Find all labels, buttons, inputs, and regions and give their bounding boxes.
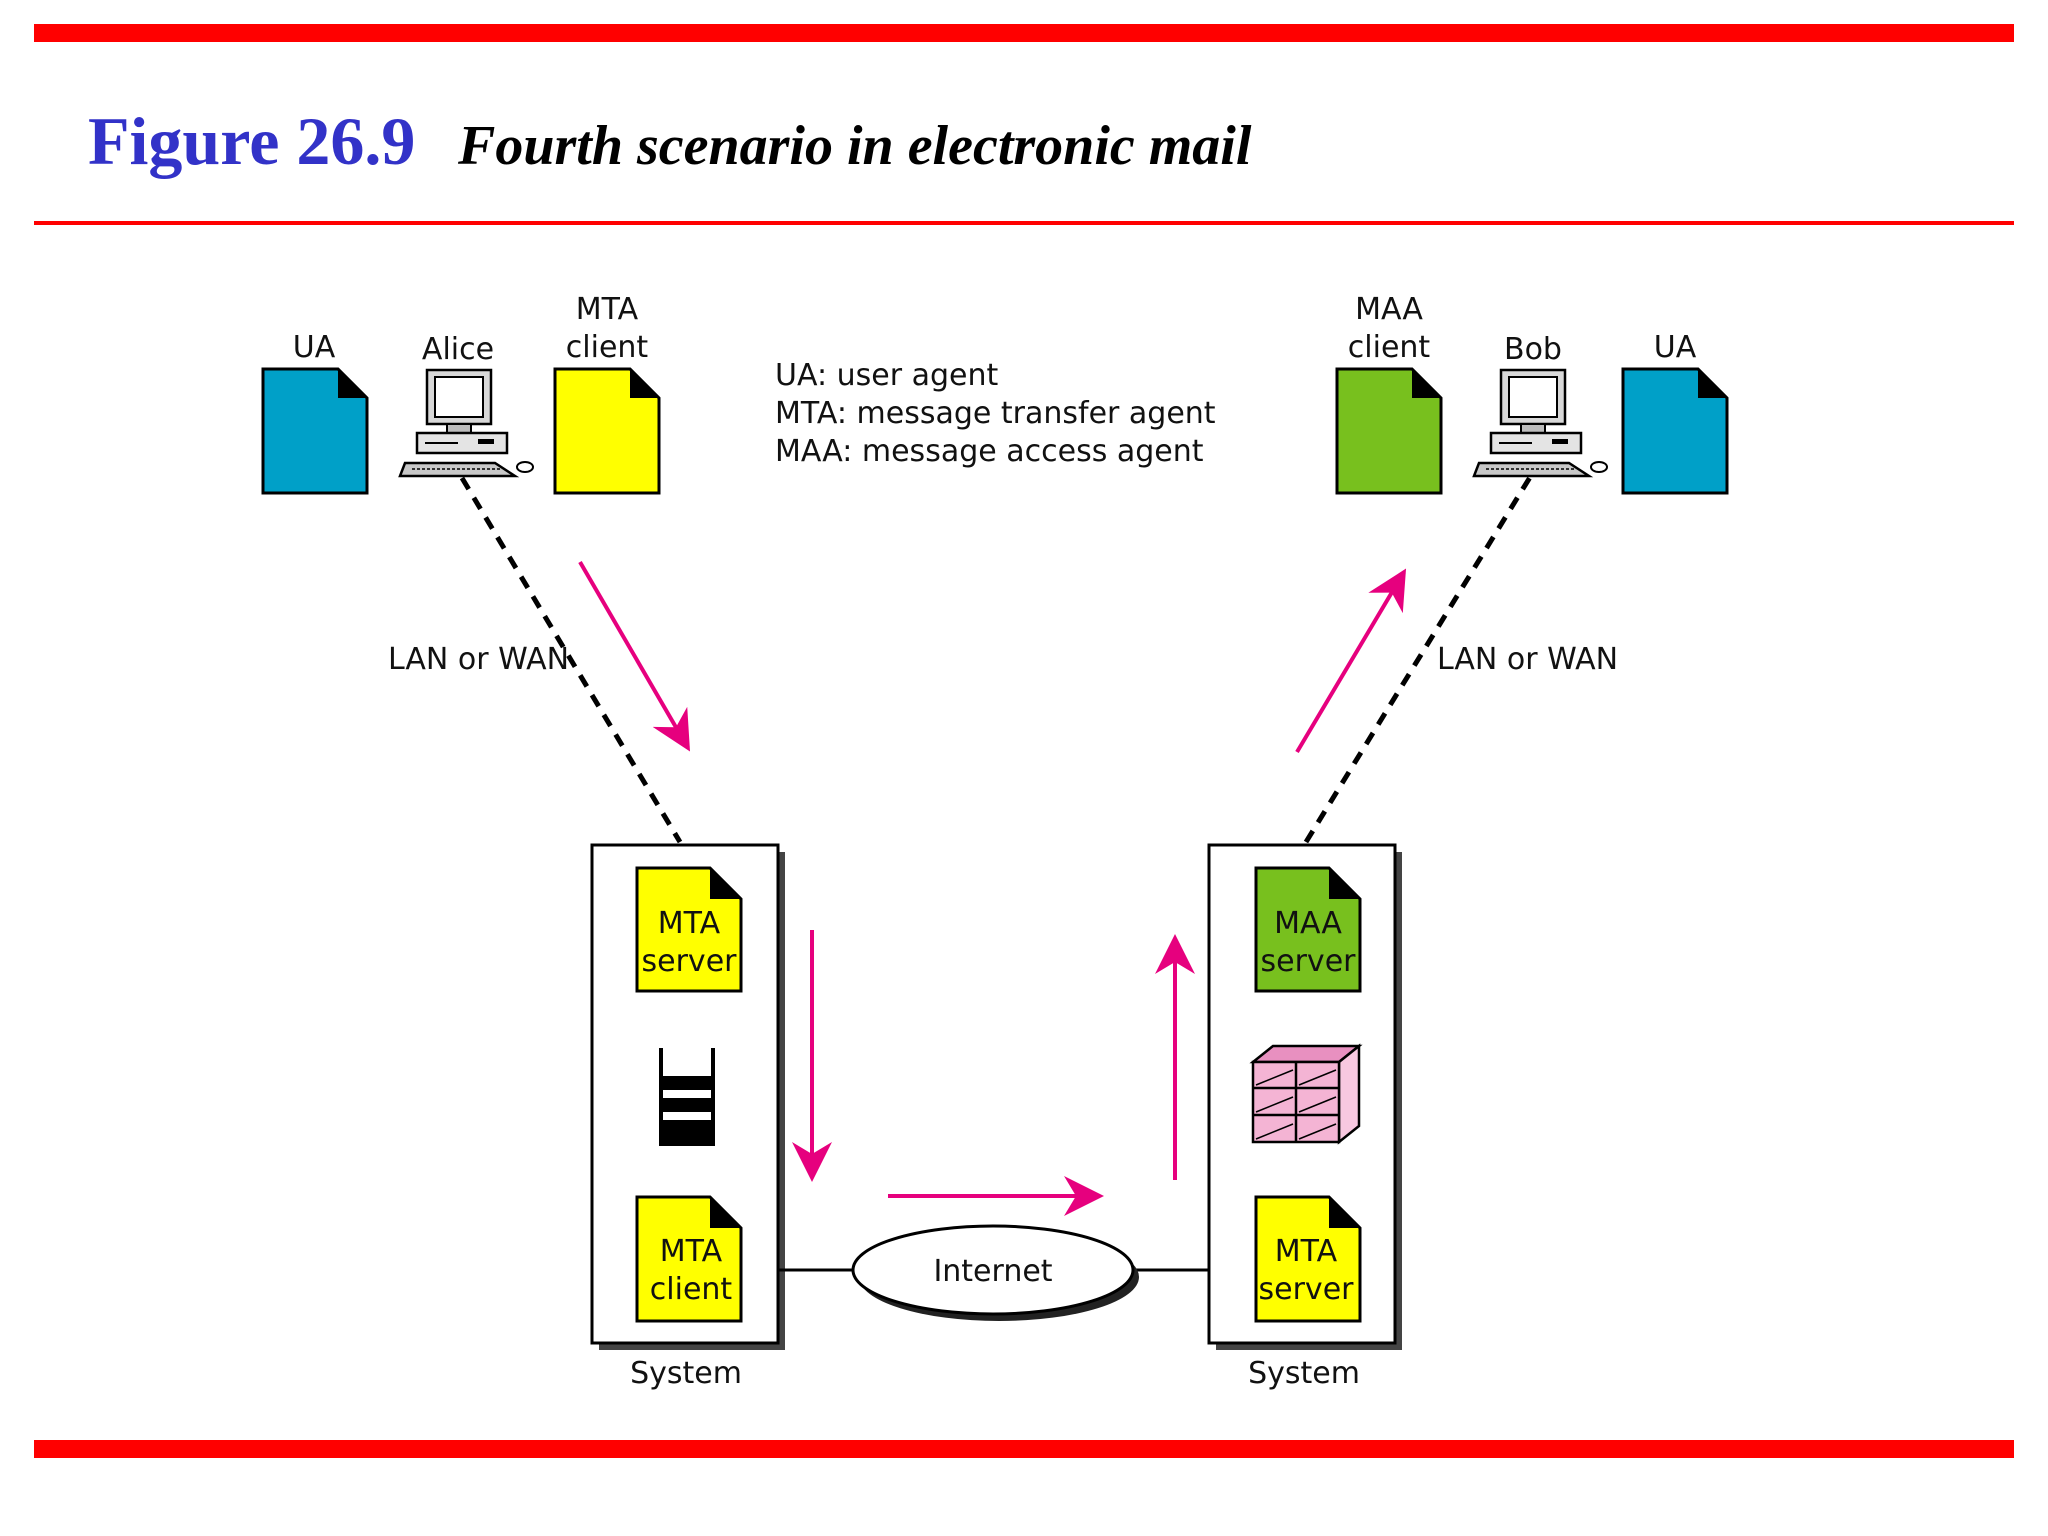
receiver-maa-client-label-1: MAA xyxy=(1355,292,1423,327)
mail-queue-icon xyxy=(659,1048,715,1146)
receiver-lan-link xyxy=(1303,472,1535,844)
receiver-maa-client-label-2: client xyxy=(1348,330,1431,365)
mailbox-icon xyxy=(1249,1043,1363,1145)
right-maa-server-label-1: MAA xyxy=(1274,906,1342,941)
alice-label: Alice xyxy=(422,332,494,367)
top-rule xyxy=(34,24,2014,42)
left-mta-client-label-1: MTA xyxy=(660,1234,723,1269)
sender-mta-client-label-1: MTA xyxy=(576,292,639,327)
alice-computer-icon xyxy=(398,368,534,478)
right-mta-server-label-2: server xyxy=(1259,1272,1355,1307)
left-mta-client-document-icon xyxy=(635,1195,743,1323)
right-mta-server-document-icon xyxy=(1254,1195,1362,1323)
left-system-label: System xyxy=(630,1356,742,1391)
legend-maa: MAA: message access agent xyxy=(775,434,1204,469)
sender-mta-client-label-2: client xyxy=(566,330,649,365)
right-maa-server-label-2: server xyxy=(1261,944,1357,979)
sender-lan-link xyxy=(459,476,683,844)
bottom-rule xyxy=(34,1440,2014,1458)
bob-label: Bob xyxy=(1504,332,1562,367)
right-system-label: System xyxy=(1248,1356,1360,1391)
sender-flow-arrow xyxy=(578,560,691,752)
left-mta-server-document-icon xyxy=(635,866,743,993)
legend-ua: UA: user agent xyxy=(775,358,998,393)
sender-link-label: LAN or WAN xyxy=(388,642,569,677)
sender-ua-document-icon xyxy=(261,367,369,495)
figure-caption: Fourth scenario in electronic mail xyxy=(457,115,1252,177)
left-mta-server-label-1: MTA xyxy=(658,906,721,941)
receiver-flow-arrow xyxy=(1295,568,1407,754)
receiver-link-label: LAN or WAN xyxy=(1437,642,1618,677)
figure-number: Figure 26.9 xyxy=(88,103,415,179)
left-mta-client-label-2: client xyxy=(650,1272,733,1307)
receiver-maa-client-document-icon xyxy=(1335,367,1443,495)
left-mta-server-label-2: server xyxy=(642,944,738,979)
sender-mta-client-document-icon xyxy=(553,367,661,495)
right-maa-server-document-icon xyxy=(1254,866,1362,993)
internet-cloud xyxy=(851,1224,1135,1316)
header-underline xyxy=(34,221,2014,225)
receiver-ua-document-icon xyxy=(1621,367,1729,495)
legend-mta: MTA: message transfer agent xyxy=(775,396,1216,431)
right-mta-server-label-1: MTA xyxy=(1275,1234,1338,1269)
receiver-ua-label: UA xyxy=(1654,330,1697,365)
bob-computer-icon xyxy=(1472,368,1608,478)
internet-label: Internet xyxy=(933,1254,1052,1289)
sender-ua-label: UA xyxy=(293,330,336,365)
